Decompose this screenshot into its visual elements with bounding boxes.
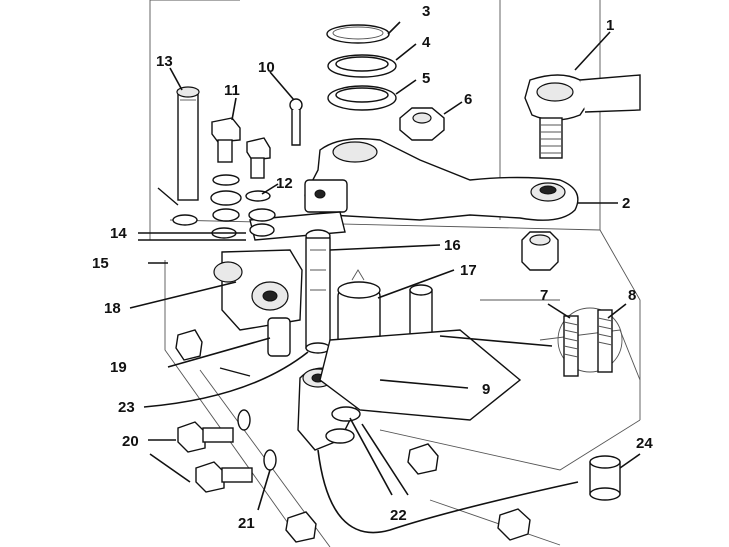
upper-bolts-part (211, 117, 271, 179)
label-20-23: 23 (118, 399, 135, 416)
label-12: 12 (276, 175, 293, 192)
idler-arm-part (249, 138, 579, 241)
label-5: 5 (422, 70, 430, 87)
lower-bolts-part (177, 421, 253, 493)
washer-ring-part (327, 54, 397, 78)
lower-nut-part (521, 231, 559, 271)
label-7: 7 (540, 287, 548, 304)
snap-ring-part (326, 24, 390, 44)
bracket-part (213, 249, 303, 331)
label-13: 13 (156, 53, 173, 70)
ball-joint-part (524, 74, 641, 159)
threaded-studs-part (557, 307, 623, 377)
label-11: 11 (224, 82, 240, 99)
frame-nuts-part (175, 329, 531, 543)
adjuster-pin-part (219, 317, 291, 377)
long-bolt-part (305, 229, 331, 354)
label-16: 16 (444, 237, 461, 254)
washers-stack-part (210, 174, 276, 222)
label-19: 19 (110, 359, 127, 376)
leader-lines (129, 21, 641, 534)
label-24: 24 (636, 435, 653, 452)
label-4: 4 (422, 34, 431, 51)
end-cap-part (589, 455, 621, 501)
label-8: 8 (628, 287, 636, 304)
label-6: 6 (464, 91, 472, 108)
cotter-pin-part (289, 98, 303, 146)
label-15: 15 (92, 255, 109, 272)
label-20: 20 (122, 433, 139, 450)
seal-ring-part (327, 85, 397, 111)
label-9: 9 (482, 381, 490, 398)
label-2: 2 (622, 195, 630, 212)
label-3: 3 (422, 3, 430, 20)
king-pin-part (176, 86, 200, 201)
hex-nut-part (399, 107, 445, 141)
part-labels: 1 2 3 4 5 6 7 8 9 10 11 12 13 14 15 16 1… (92, 3, 653, 532)
pivot-post-part (319, 284, 522, 421)
label-17: 17 (460, 262, 477, 279)
label-14: 14 (110, 225, 127, 242)
label-1: 1 (606, 17, 614, 34)
bushing-part (337, 269, 381, 346)
label-10: 10 (258, 59, 275, 76)
label-22: 22 (390, 507, 407, 524)
label-21: 21 (238, 515, 255, 532)
label-18: 18 (104, 300, 121, 317)
